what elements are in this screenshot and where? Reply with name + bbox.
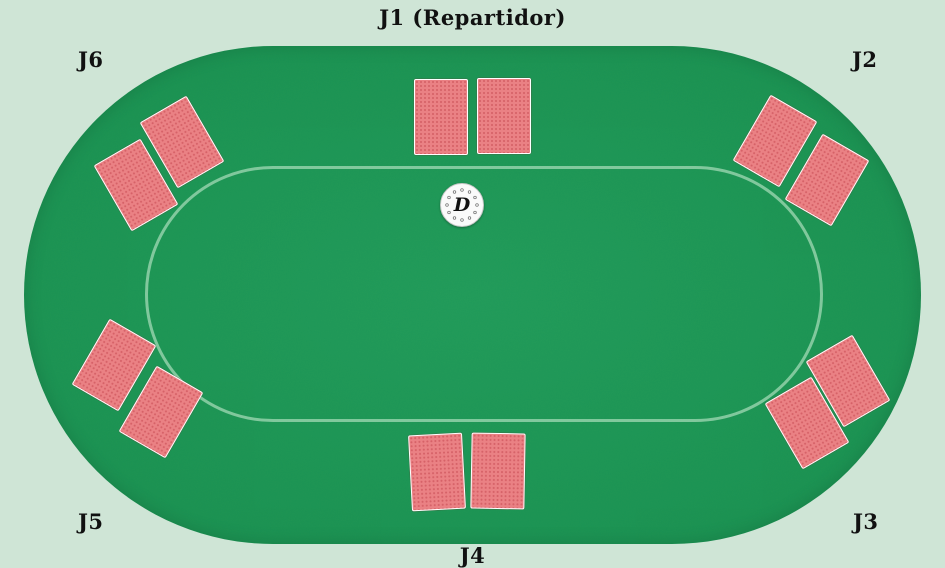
betting-line	[145, 166, 823, 422]
player-label-j4: J4	[0, 543, 945, 568]
dealer-button-letter: D	[441, 184, 483, 226]
card-j1-2	[477, 78, 531, 154]
player-label-j1: J1 (Repartidor)	[0, 5, 945, 30]
player-label-j6: J6	[78, 47, 104, 72]
dealer-button-icon: D	[440, 183, 484, 227]
card-j1-1	[414, 79, 468, 155]
card-j4-2	[470, 433, 525, 510]
player-label-j5: J5	[78, 509, 104, 534]
card-j4-1	[408, 433, 466, 512]
player-label-j3: J3	[853, 509, 879, 534]
player-label-j2: J2	[852, 47, 878, 72]
